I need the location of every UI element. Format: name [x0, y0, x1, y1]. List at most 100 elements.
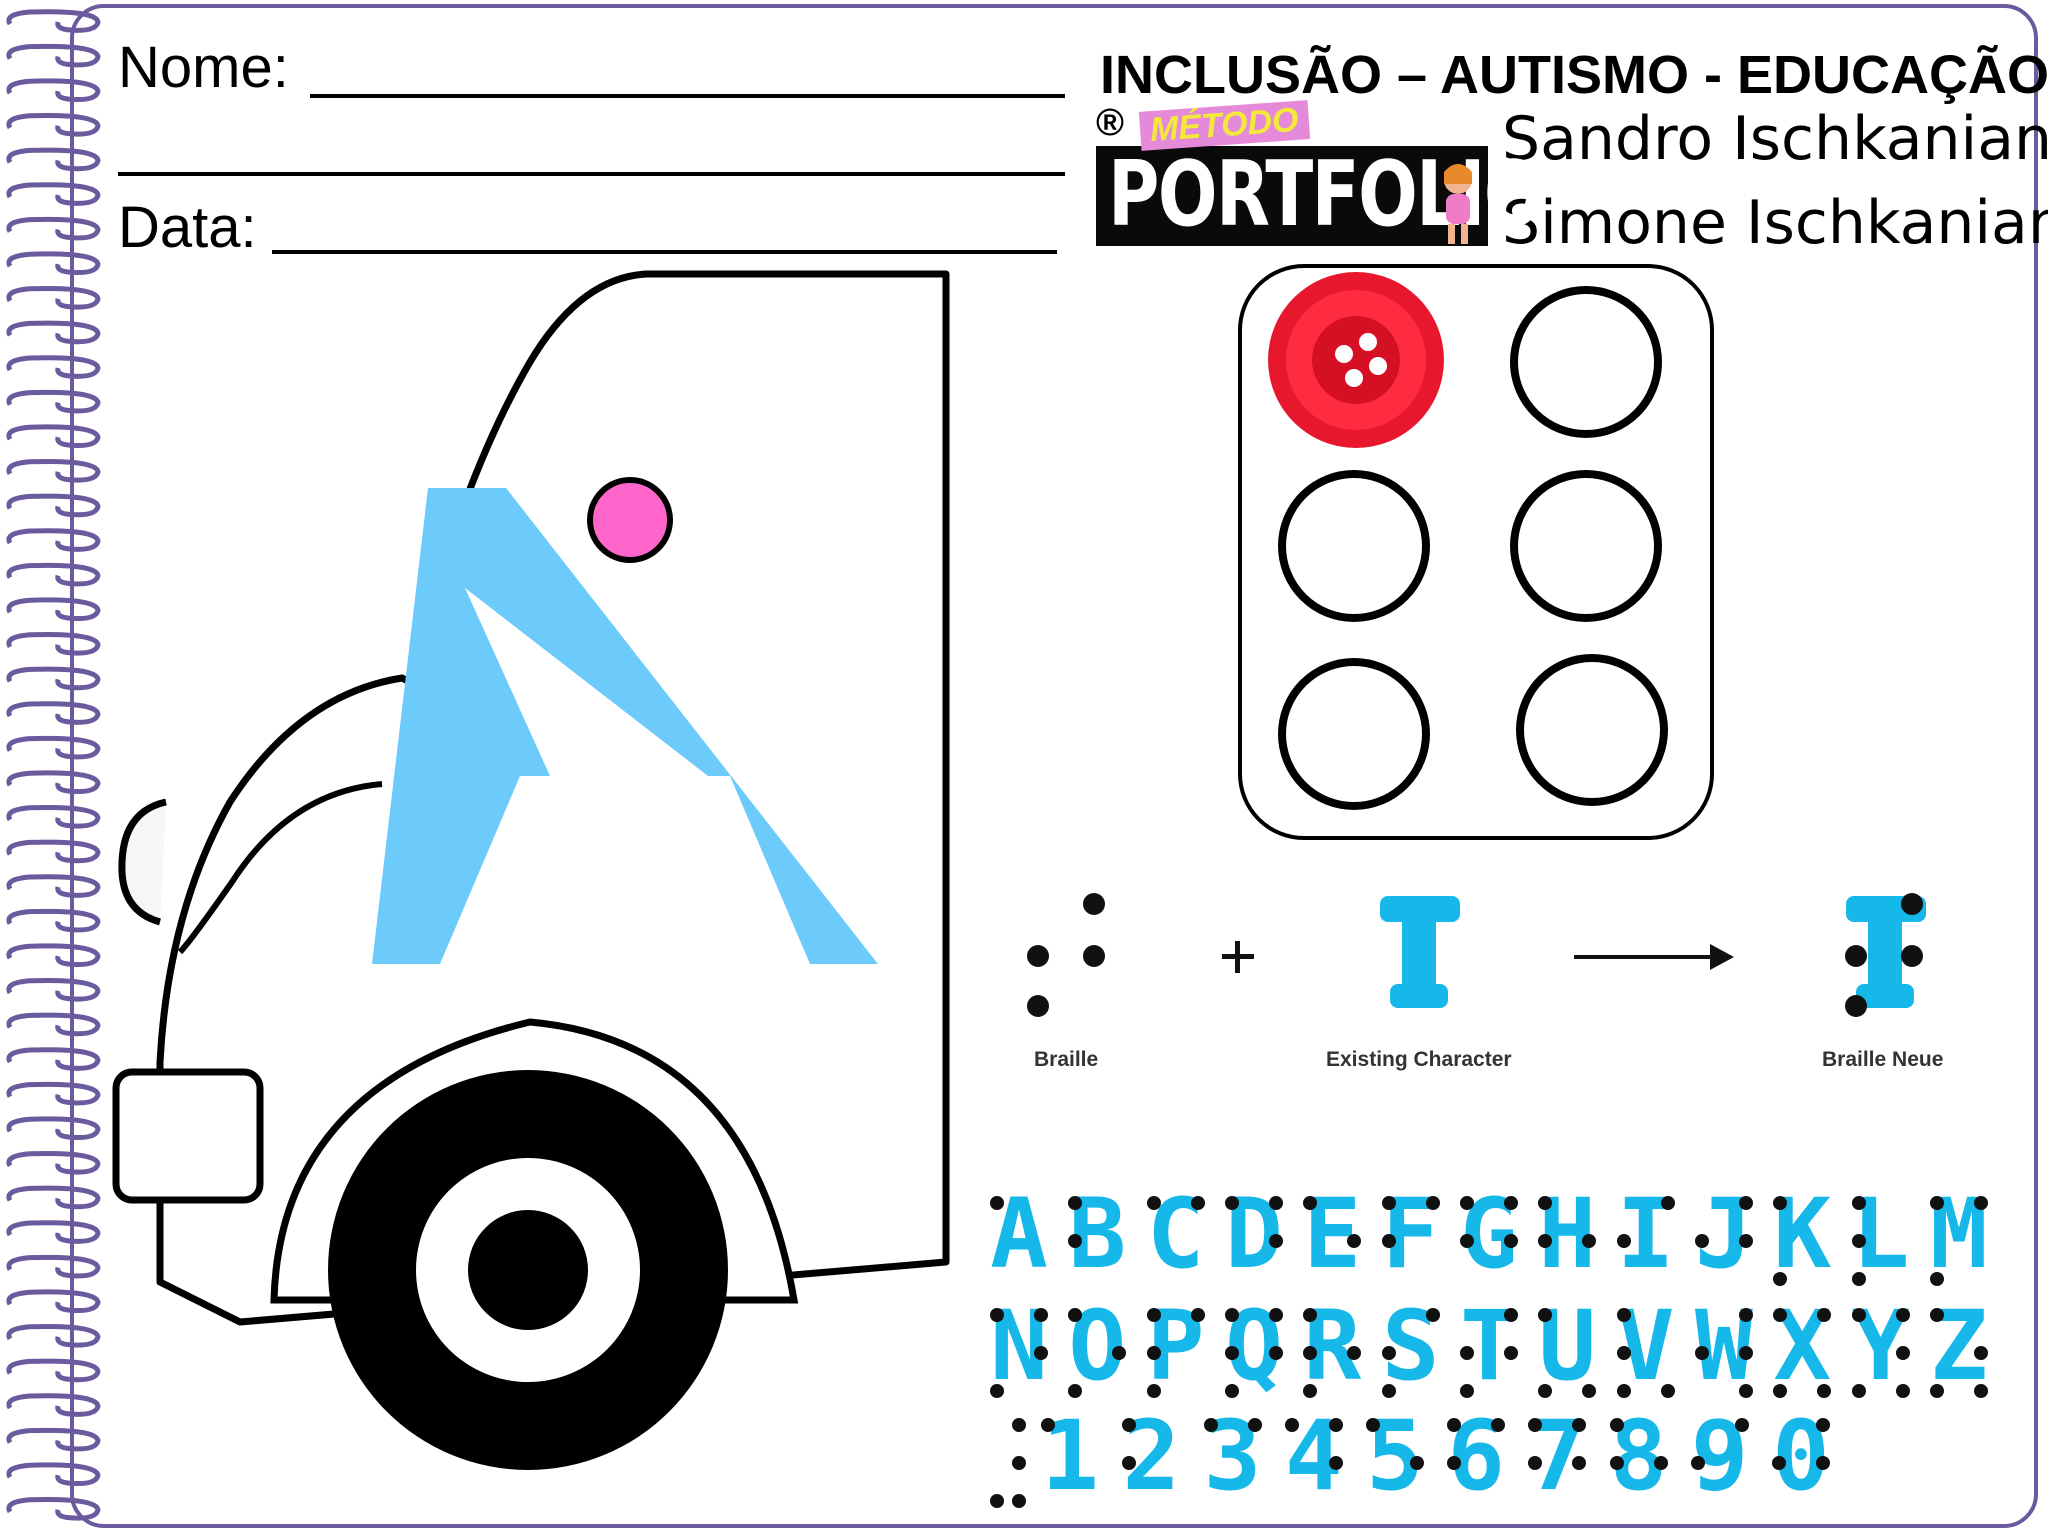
braille-dot-6[interactable]	[1516, 654, 1668, 806]
braille-dot-3[interactable]	[1278, 658, 1430, 810]
spiral-loop	[6, 528, 101, 552]
spiral-loop	[6, 874, 101, 898]
name-line[interactable]	[310, 94, 1065, 98]
spiral-loop	[6, 735, 101, 760]
braille-dot	[1409, 1456, 1424, 1470]
braille-neue-glyph-h: H	[1532, 1186, 1602, 1282]
braille-dot	[1224, 1384, 1239, 1398]
date-line[interactable]	[272, 250, 1057, 254]
braille-neue-glyph-q: Q	[1219, 1298, 1289, 1398]
braille-dot	[1459, 1346, 1474, 1360]
braille-dot	[1538, 1234, 1553, 1248]
braille-dot	[1616, 1234, 1631, 1248]
braille-dot	[1328, 1456, 1343, 1470]
braille-neue-glyph-4: 4	[1279, 1408, 1349, 1504]
author-1: Sandro Ischkanian	[1502, 104, 2048, 174]
spiral-loop	[6, 839, 101, 864]
braille-dot	[1582, 1234, 1597, 1248]
braille-dot-4[interactable]	[1510, 286, 1662, 438]
braille-dot	[1068, 1196, 1083, 1210]
braille-dot	[1268, 1346, 1283, 1360]
plus-icon	[1222, 941, 1254, 973]
date-label: Data:	[118, 195, 257, 260]
spiral-loop	[6, 1462, 101, 1487]
braille-neue-glyph-e: E	[1297, 1186, 1367, 1282]
spiral-loop	[6, 1116, 101, 1141]
spiral-loop	[6, 286, 101, 310]
spiral-binding	[6, 9, 101, 1521]
braille-dot	[1690, 1456, 1705, 1470]
braille-dot	[1447, 1456, 1462, 1470]
braille-neue-glyph-k: K	[1767, 1186, 1837, 1286]
spiral-loop	[6, 147, 101, 172]
braille-dot	[1616, 1384, 1631, 1398]
name-line-2[interactable]	[118, 172, 1065, 176]
braille-dot	[1773, 1384, 1788, 1398]
braille-dot	[1582, 1384, 1597, 1398]
number-sign	[984, 1408, 1026, 1508]
braille-dot	[1303, 1346, 1318, 1360]
braille-dot	[1268, 1234, 1283, 1248]
spiral-loop	[6, 355, 101, 379]
braille-dot	[1817, 1308, 1832, 1322]
braille-dot	[1034, 1346, 1048, 1360]
start-point-dot[interactable]	[587, 477, 673, 563]
braille-dot	[1146, 1308, 1161, 1322]
braille-dot	[1303, 1384, 1318, 1398]
braille-dot	[1284, 1418, 1299, 1432]
spiral-loop	[6, 493, 101, 518]
spiral-loop	[6, 632, 101, 656]
braille-dot	[1068, 1234, 1083, 1248]
spiral-loop	[6, 251, 101, 276]
braille-dot	[1012, 1456, 1026, 1470]
spiral-loop	[6, 78, 101, 103]
braille-dot	[1851, 1384, 1866, 1398]
braille-dot	[990, 1494, 1004, 1508]
braille-dot	[1538, 1308, 1553, 1322]
braille-dot-2[interactable]	[1278, 470, 1430, 622]
braille-dot	[1528, 1456, 1543, 1470]
braille-dot	[1459, 1196, 1474, 1210]
braille-neue-glyph-c: C	[1141, 1186, 1211, 1282]
braille-dot	[1929, 1384, 1944, 1398]
braille-dot	[1616, 1346, 1631, 1360]
braille-dot	[1815, 1418, 1830, 1432]
braille-neue-glyph-1: 1	[1035, 1408, 1105, 1504]
braille-dot	[1347, 1346, 1362, 1360]
braille-neue-glyph-6: 6	[1441, 1408, 1511, 1504]
page-frame	[70, 4, 2038, 1528]
braille-dot	[1660, 1196, 1675, 1210]
braille-dot	[1328, 1418, 1343, 1432]
braille-dot	[1973, 1384, 1988, 1398]
spiral-loop	[6, 43, 101, 68]
braille-dot	[1146, 1196, 1161, 1210]
braille-neue-glyph-u: U	[1532, 1298, 1602, 1398]
braille-dot	[1381, 1384, 1396, 1398]
braille-dot	[1773, 1196, 1788, 1210]
spiral-loop	[6, 770, 101, 795]
truck-cab	[156, 270, 950, 1326]
braille-dot	[1224, 1196, 1239, 1210]
braille-dot	[1146, 1384, 1161, 1398]
braille-neue-glyph-t: T	[1454, 1298, 1524, 1398]
letter-a-counter	[465, 588, 708, 776]
braille-neue-glyph-r: R	[1297, 1298, 1367, 1398]
braille-dot	[1528, 1418, 1543, 1432]
spiral-loop	[6, 1427, 101, 1452]
braille-dot	[1503, 1346, 1518, 1360]
braille-dot	[1425, 1308, 1440, 1322]
braille-dot	[1122, 1418, 1137, 1432]
braille-dot	[1459, 1234, 1474, 1248]
braille-neue-glyph-j: J	[1689, 1186, 1759, 1282]
braille-dot	[1268, 1196, 1283, 1210]
braille-dot	[1303, 1308, 1318, 1322]
spiral-loop	[6, 943, 101, 968]
braille-neue-glyph-g: G	[1454, 1186, 1524, 1282]
spiral-loop	[6, 1358, 101, 1383]
braille-dot-5[interactable]	[1510, 470, 1662, 622]
braille-dot	[1694, 1234, 1709, 1248]
braille-dot	[1122, 1456, 1137, 1470]
braille-dot	[1660, 1384, 1675, 1398]
braille-dot	[1815, 1456, 1830, 1470]
braille-neue-glyph-0: 0	[1766, 1408, 1836, 1504]
